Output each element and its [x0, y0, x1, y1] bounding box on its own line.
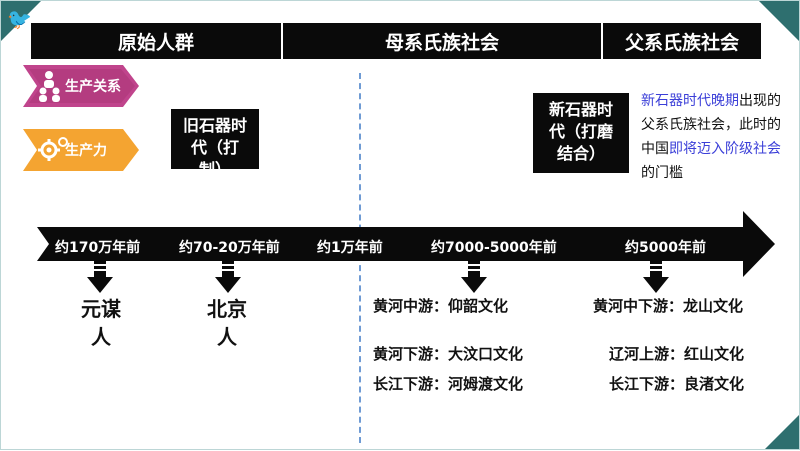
down-arrow-icon — [87, 261, 113, 293]
down-arrow-icon — [643, 261, 669, 293]
tick-label: 约170万年前 — [55, 240, 141, 256]
site-line: 元谋 — [81, 297, 121, 321]
tick-label: 约7000-5000年前 — [431, 240, 557, 256]
note-highlight: 新石器时代晚期 — [641, 93, 739, 109]
down-arrow-icon — [461, 261, 487, 293]
corner-decoration-top-right — [759, 1, 799, 41]
culture-hongshan: 辽河上游：红山文化 — [609, 345, 745, 363]
culture-longshan: 黄河中下游：龙山文化 — [593, 297, 744, 315]
culture-yangshao: 黄河中游：仰韶文化 — [373, 297, 509, 315]
tick-label: 约1万年前 — [317, 240, 383, 256]
box-paleolithic: 旧石器时代（打制） — [171, 109, 259, 179]
bird-icon: 🐦 — [7, 7, 32, 31]
note-body: 的门槛 — [641, 165, 683, 181]
corner-decoration-bottom-right — [765, 415, 799, 449]
culture-liangzhu: 长江下游：良渚文化 — [609, 375, 745, 393]
era-primitive-group: 原始人群 — [31, 23, 281, 59]
culture-dawenkou: 黄河下游：大汶口文化 — [373, 345, 524, 363]
note-text: 新石器时代晚期出现的父系氏族社会，此时的中国即将迈入阶级社会的门槛 — [641, 89, 789, 185]
era-label: 原始人群 — [117, 31, 194, 54]
era-patrilineal: 父系氏族社会 — [603, 23, 761, 59]
tag-label: 生产关系 — [65, 79, 121, 95]
tag-arrow-shape — [23, 129, 139, 171]
site-line: 人 — [91, 325, 111, 349]
people-icon — [39, 71, 60, 102]
era-label: 父系氏族社会 — [624, 31, 739, 54]
tick-label: 约5000年前 — [625, 240, 706, 256]
box-paleolithic-text: 旧石器时代（打制） — [182, 116, 247, 179]
down-arrow-icon — [215, 261, 241, 293]
box-neolithic: 新石器时代（打磨结合） — [533, 93, 629, 173]
site-line: 人 — [217, 325, 237, 349]
gear-icon — [38, 137, 68, 161]
tag-relations-of-production: 生产关系 — [23, 65, 139, 107]
note-body: 出现的父系氏族社会，此时的中国 — [641, 93, 781, 157]
note-highlight: 即将迈入阶级社会 — [669, 141, 781, 157]
box-neolithic-text: 新石器时代（打磨结合） — [548, 100, 613, 163]
culture-hemudu: 长江下游：河姆渡文化 — [373, 375, 524, 393]
era-label: 母系氏族社会 — [384, 31, 499, 54]
tag-productive-forces: 生产力 — [23, 129, 139, 171]
site-yuanmou-man: 元谋 人 — [71, 295, 131, 351]
tick-label: 约70-20万年前 — [179, 240, 280, 256]
site-peking-man: 北京 人 — [197, 295, 257, 351]
site-line: 北京 — [207, 297, 247, 321]
era-matrilineal: 母系氏族社会 — [283, 23, 601, 59]
tag-label: 生产力 — [65, 143, 107, 159]
